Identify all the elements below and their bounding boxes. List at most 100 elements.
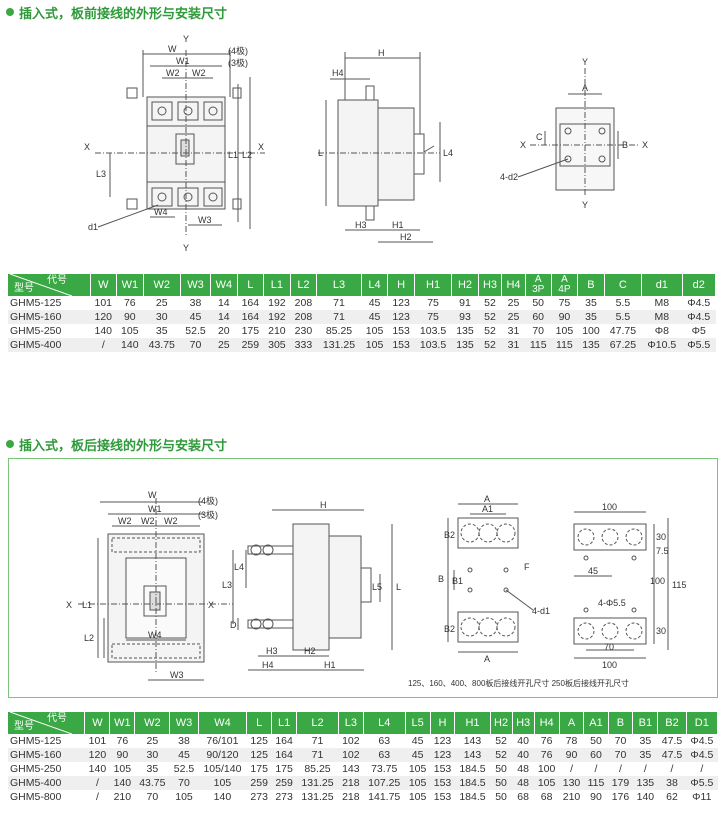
value-cell: 125: [246, 734, 272, 748]
value-cell: 35: [577, 310, 605, 324]
value-cell: 115: [525, 338, 552, 352]
value-cell: 230: [290, 324, 317, 338]
col-header: W1: [109, 712, 136, 734]
spec-table-rear: 代号 型号 W W1 W2 W3 W4 L L1 L2 L3 L4 L5 H H…: [8, 712, 719, 804]
r-label-w1: W1: [148, 504, 162, 514]
r-label-b2b: B2: [444, 624, 455, 634]
r-label-100-bottom: 100: [602, 660, 617, 670]
value-cell: 38: [169, 734, 199, 748]
col-header: L: [246, 712, 273, 734]
col-header: H3: [478, 274, 503, 296]
value-cell: 52: [490, 734, 513, 748]
value-cell: 67.25: [604, 338, 642, 352]
value-cell: 115: [551, 338, 578, 352]
value-cell: 70: [608, 748, 633, 762]
value-cell: 105: [405, 762, 431, 776]
col-header: L5: [405, 712, 431, 734]
r-label-l1: L1: [82, 600, 92, 610]
label-l3: L3: [96, 169, 106, 179]
value-cell: 93: [451, 310, 479, 324]
value-cell: 25: [134, 734, 170, 748]
label-w3: W3: [198, 215, 212, 225]
value-cell: 45: [169, 748, 199, 762]
col-header: H: [430, 712, 456, 734]
value-cell: 100: [577, 324, 605, 338]
value-cell: 333: [290, 338, 317, 352]
value-cell: 259: [237, 338, 264, 352]
value-cell: 85.25: [296, 762, 339, 776]
col-header: L1: [263, 274, 291, 296]
value-cell: 143: [454, 748, 491, 762]
col-header: A 3P: [525, 274, 552, 296]
value-cell: 76: [109, 734, 135, 748]
value-cell: 90: [109, 748, 135, 762]
value-cell: /: [84, 776, 110, 790]
value-cell: 5.5: [604, 310, 642, 324]
value-cell: 52: [478, 310, 502, 324]
value-cell: M8: [641, 296, 683, 310]
r-label-f: F: [524, 562, 530, 572]
value-cell: 78: [559, 734, 584, 748]
value-cell: 210: [263, 324, 291, 338]
r-label-w2a: W2: [118, 516, 132, 526]
value-cell: /: [559, 762, 584, 776]
value-cell: 71: [296, 748, 339, 762]
r-label-a-bottom: A: [484, 654, 490, 664]
value-cell: 123: [430, 734, 455, 748]
value-cell: 123: [387, 310, 415, 324]
col-header: W1: [116, 274, 144, 296]
label-w: W: [168, 44, 177, 54]
value-cell: 52.5: [169, 762, 199, 776]
col-header: L2: [296, 712, 339, 734]
value-cell: 90/120: [198, 748, 247, 762]
label-x-left: X: [84, 142, 90, 152]
value-cell: 52: [478, 324, 502, 338]
value-cell: 140: [198, 790, 247, 804]
value-cell: 25: [501, 310, 526, 324]
value-cell: 85.25: [316, 324, 362, 338]
value-cell: 20: [210, 324, 238, 338]
value-cell: 52: [490, 748, 513, 762]
value-cell: 71: [316, 296, 362, 310]
value-cell: 140: [116, 338, 144, 352]
value-cell: 120: [90, 310, 117, 324]
model-cell: GHM5-400: [8, 776, 85, 790]
value-cell: /: [583, 762, 608, 776]
col-header: A1: [583, 712, 609, 734]
value-cell: 153: [387, 338, 415, 352]
label-c: C: [536, 132, 543, 142]
rear-wiring-drawing: W W1 W2 W2 W2 (4极) (3极) X X L1 L2 W4 W3 …: [66, 490, 686, 688]
value-cell: 140: [109, 776, 135, 790]
value-cell: 192: [263, 296, 291, 310]
value-cell: 40: [512, 734, 535, 748]
value-cell: 50: [490, 776, 513, 790]
model-cell: GHM5-160: [8, 748, 85, 762]
col-header: W3: [180, 274, 212, 296]
col-header: A 4P: [551, 274, 579, 296]
r-label-b1: B1: [452, 576, 463, 586]
r-label-30-top: 30: [656, 532, 666, 542]
value-cell: 90: [583, 790, 608, 804]
section-title-rear: 插入式，板后接线的外形与安装尺寸: [6, 434, 227, 454]
value-cell: 305: [263, 338, 291, 352]
model-cell: GHM5-800: [8, 790, 85, 804]
label-h4: H4: [332, 68, 344, 78]
value-cell: 164: [237, 296, 264, 310]
value-cell: 208: [290, 296, 317, 310]
value-cell: 208: [290, 310, 317, 324]
bullet-icon: [6, 440, 14, 448]
value-cell: 143: [454, 734, 491, 748]
r-label-h1: H1: [324, 660, 336, 670]
label-4-d2: 4-d2: [500, 172, 518, 182]
value-cell: 140: [632, 790, 658, 804]
value-cell: 52: [478, 338, 502, 352]
col-header: H: [387, 274, 415, 296]
value-cell: 70: [180, 338, 211, 352]
label-l4: L4: [443, 148, 453, 158]
value-cell: 60: [525, 310, 552, 324]
